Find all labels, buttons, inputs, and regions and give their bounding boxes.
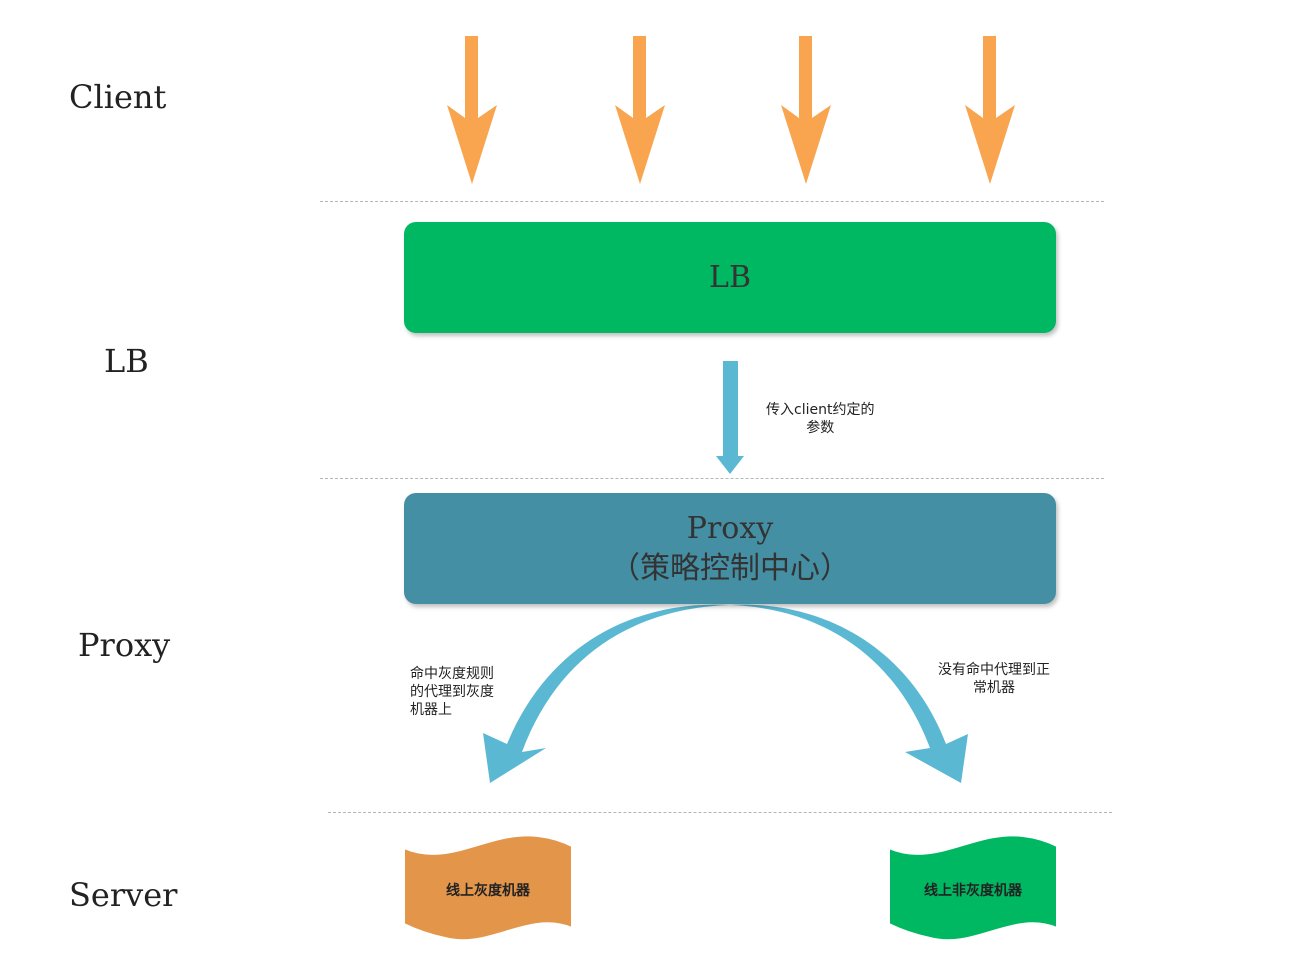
gray-route-note-line1: 命中灰度规则: [410, 666, 494, 682]
proxy-box-title: Proxy: [686, 510, 774, 546]
client-arrow-1: [447, 36, 497, 184]
client-arrows: [447, 36, 1015, 184]
client-arrow-3: [781, 36, 831, 184]
client-arrow-2: [615, 36, 665, 184]
lb-to-proxy-note-line1: 传入client约定的: [766, 402, 875, 418]
divider-client-lb: [320, 201, 1104, 202]
layer-label-server: Server: [69, 876, 178, 914]
layer-label-client: Client: [69, 78, 167, 116]
lb-to-proxy-note-line2: 参数: [806, 420, 835, 436]
normal-route-note-line2: 常机器: [973, 680, 1015, 696]
proxy-to-normal-arrow: [730, 604, 968, 783]
gray-route-note: 命中灰度规则 的代理到灰度 机器上: [410, 665, 494, 719]
gray-server-label: 线上灰度机器: [446, 883, 530, 899]
proxy-to-gray-arrow: [483, 604, 730, 783]
normal-server-label: 线上非灰度机器: [924, 883, 1022, 899]
lb-to-proxy-note: 传入client约定的 参数: [766, 401, 874, 437]
normal-route-note-line1: 没有命中代理到正: [938, 662, 1050, 678]
client-arrow-4: [965, 36, 1015, 184]
normal-server-shape: [888, 834, 1058, 942]
divider-proxy-server: [328, 812, 1112, 813]
proxy-box: Proxy （策略控制中心）: [404, 493, 1056, 604]
lb-box: LB: [404, 222, 1056, 333]
lb-to-proxy-arrow: [716, 361, 744, 474]
layer-label-lb: LB: [104, 342, 149, 380]
gray-route-note-line3: 机器上: [410, 702, 452, 718]
layer-label-proxy: Proxy: [78, 626, 171, 664]
lb-box-label: LB: [709, 260, 751, 295]
normal-route-note: 没有命中代理到正 常机器: [938, 661, 1050, 697]
proxy-box-subtitle: （策略控制中心）: [610, 550, 850, 586]
divider-lb-proxy: [320, 478, 1104, 479]
gray-route-note-line2: 的代理到灰度: [410, 684, 494, 700]
gray-server-shape: [403, 834, 573, 942]
